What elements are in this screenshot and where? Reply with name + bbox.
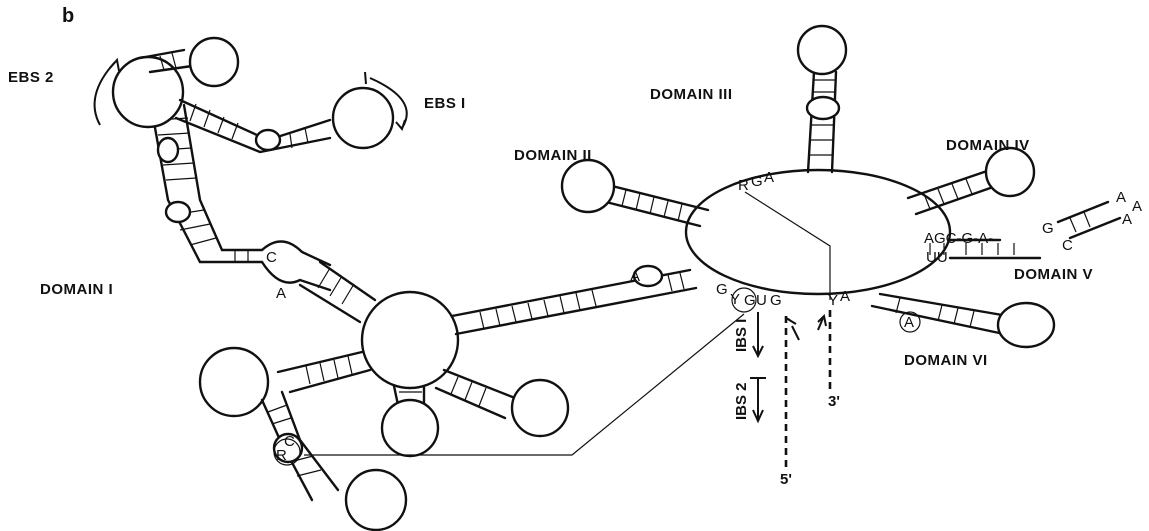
nt-gug-g1: G xyxy=(744,292,756,309)
nt-d1-r-circled: R xyxy=(276,447,287,464)
exon-strands xyxy=(750,310,832,468)
domain-iii-label: DOMAIN III xyxy=(650,86,733,103)
nt-rga-a: A xyxy=(764,169,774,186)
domain-i-label: DOMAIN I xyxy=(40,281,113,298)
nt-d5-uu: UU xyxy=(926,249,948,266)
five-prime-label: 5' xyxy=(780,471,792,488)
ebs1-label: EBS I xyxy=(424,95,466,112)
panel-label: b xyxy=(62,5,74,27)
nt-d5-loop-a3: A xyxy=(1122,211,1132,228)
ibs1-label: IBS I xyxy=(733,319,750,352)
domain-ii-label: DOMAIN II xyxy=(514,147,592,164)
domain-vi-label: DOMAIN VI xyxy=(904,352,988,369)
core-structure xyxy=(273,24,1122,466)
nt-junction-a: A xyxy=(630,268,640,285)
nt-ya-y: Y xyxy=(828,292,838,309)
nt-d6-a-circled: A xyxy=(904,314,914,331)
domain-v-label: DOMAIN V xyxy=(1014,266,1093,283)
nt-d5-loop-a1: A xyxy=(1116,189,1126,206)
nt-d5-c: C xyxy=(1062,237,1073,254)
nt-gug-u: U xyxy=(756,292,767,309)
nt-ya-a: A xyxy=(840,288,850,305)
domain-i-structure xyxy=(111,36,698,531)
nt-d5-g: G xyxy=(1042,220,1054,237)
nt-d5-loop-a2: A xyxy=(1132,198,1142,215)
ebs2-arrow xyxy=(93,61,116,126)
nt-d5-agc: AGC-G-A- xyxy=(924,230,993,247)
domain-iv-label: DOMAIN IV xyxy=(946,137,1030,154)
nt-d1-a: A xyxy=(276,285,286,302)
three-prime-label: 3' xyxy=(828,393,840,410)
ebs2-label: EBS 2 xyxy=(8,69,54,86)
ibs2-label: IBS 2 xyxy=(733,382,750,420)
nt-gug-g2: G xyxy=(770,292,782,309)
nt-d1-c: C xyxy=(266,249,277,266)
nt-rga-g: G xyxy=(751,173,763,190)
nt-d1-c-circled: C xyxy=(284,433,295,450)
nt-gy-y: Y xyxy=(730,291,740,308)
nt-gy-g: G xyxy=(716,281,728,298)
nt-rga-r: R xyxy=(738,177,749,194)
